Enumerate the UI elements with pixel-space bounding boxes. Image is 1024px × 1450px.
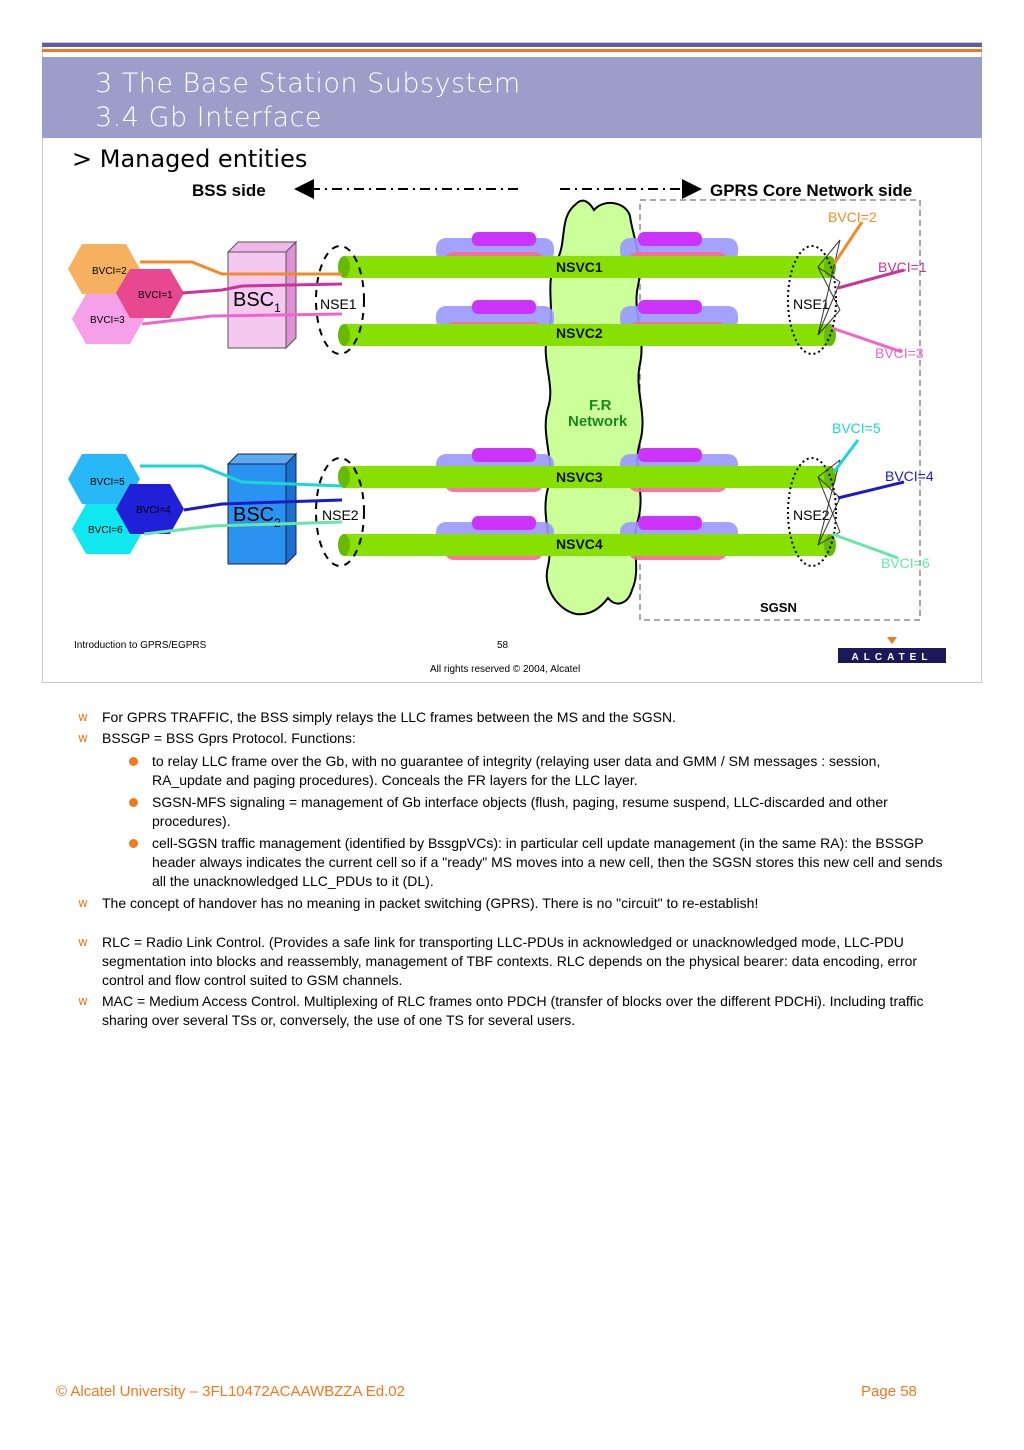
- nse2-bss-label: NSE2: [322, 507, 359, 523]
- slide-title-line2: 3.4 Gb Interface: [95, 102, 323, 133]
- core-bvci1-label: BVCI=1: [878, 259, 927, 275]
- nse1-bss-label: NSE1: [320, 296, 357, 312]
- page-footer-copyright: © Alcatel University – 3FL10472ACAAWBZZA…: [56, 1383, 405, 1400]
- title-band: 3 The Base Station Subsystem 3.4 Gb Inte…: [42, 57, 982, 138]
- core-bvci3-line: [831, 326, 903, 354]
- note-item-4: w RLC = Radio Link Control. (Provides a s…: [74, 933, 944, 990]
- slide-subtitle: > Managed entities: [72, 145, 308, 173]
- bss-bvci6-label: BVCI=6: [88, 525, 123, 536]
- bullet-dot: [129, 798, 138, 807]
- slide-frame: [42, 42, 982, 683]
- alcatel-logo-text: ALCATEL: [852, 652, 933, 663]
- core-bvci4-line: [837, 480, 905, 500]
- note-text: The concept of handover has no meaning i…: [102, 895, 759, 911]
- nse2-core-ellipse: [787, 457, 837, 567]
- core-bvci5-line: [832, 439, 860, 473]
- alcatel-logo: ALCATEL: [838, 637, 946, 663]
- core-bvci3-label: BVCI=3: [875, 345, 924, 361]
- core-bvci6-line: [831, 532, 899, 560]
- speaker-notes: w For GPRS TRAFFIC, the BSS simply relays…: [74, 708, 944, 1032]
- nsvc1-label: NSVC1: [556, 259, 603, 275]
- bss-bvci6-line: [143, 520, 343, 536]
- note-text: cell-SGSN traffic management (identified…: [152, 835, 943, 889]
- sgsn-label: SGSN: [760, 600, 797, 615]
- core-bvci2-label: BVCI=2: [828, 209, 877, 225]
- note-subitem-3: cell-SGSN traffic management (identified…: [74, 834, 944, 891]
- page-footer-number: Page 58: [861, 1383, 917, 1400]
- bsc1-label: BSC1: [233, 289, 281, 315]
- cell-bvci5-bss: [68, 454, 140, 504]
- note-item-3: w The concept of handover has no meaning …: [74, 894, 944, 913]
- nse-core-mesh: [817, 239, 841, 546]
- slide-footer-page: 58: [497, 640, 509, 651]
- core-bvci5-label: BVCI=5: [832, 420, 881, 436]
- bss-bvci5-label: BVCI=5: [90, 477, 125, 488]
- bss-bvci2-label: BVCI=2: [92, 266, 127, 277]
- bullet-marker: w: [78, 935, 88, 949]
- cell-bvci2-bss: [68, 244, 140, 294]
- core-bvci2-line: [832, 221, 864, 265]
- nsvc3-label: NSVC3: [556, 469, 603, 485]
- note-item-5: w MAC = Medium Access Control. Multiplexi…: [74, 992, 944, 1030]
- nse2-core-label: NSE2: [793, 507, 830, 523]
- core-bvci4-label: BVCI=4: [885, 468, 934, 484]
- nsvc3-pipe: [338, 466, 836, 488]
- nsvc2-label: NSVC2: [556, 325, 603, 341]
- bss-bvci3-label: BVCI=3: [90, 315, 125, 326]
- nse1-core-ellipse: [787, 245, 837, 355]
- bss-bvci1-label: BVCI=1: [138, 290, 173, 301]
- nse2-bss-ellipse: [315, 457, 365, 567]
- bss-bvci1-line: [181, 282, 343, 295]
- bullet-dot: [129, 757, 138, 766]
- note-text: RLC = Radio Link Control. (Provides a sa…: [102, 934, 918, 988]
- note-subitem-1: to relay LLC frame over the Gb, with no …: [74, 752, 944, 790]
- bullet-dot: [129, 839, 138, 848]
- cell-bvci4-bss: [116, 484, 184, 534]
- gb-interface-diagram: BSS side GPRS Core Network side SGSN F.R…: [68, 179, 934, 621]
- bss-side-label: BSS side: [192, 181, 266, 200]
- bss-bvci3-line: [141, 312, 343, 326]
- core-bvci6-label: BVCI=6: [881, 555, 930, 571]
- bss-bvci5-line: [140, 464, 343, 488]
- note-text: MAC = Medium Access Control. Multiplexin…: [102, 993, 924, 1028]
- bullet-marker: w: [78, 994, 88, 1008]
- note-text: BSSGP = BSS Gprs Protocol. Functions:: [102, 730, 356, 746]
- bullet-marker: w: [78, 731, 88, 745]
- fr-network-label-2: Network: [568, 413, 628, 430]
- note-item-2: w BSSGP = BSS Gprs Protocol. Functions:: [74, 729, 944, 748]
- core-side-label: GPRS Core Network side: [710, 181, 912, 200]
- nsvc4-label: NSVC4: [556, 536, 603, 552]
- nsvc4-pipe: [338, 534, 836, 556]
- bullet-marker: w: [78, 710, 88, 724]
- slide-footer-course: Introduction to GPRS/EGPRS: [74, 640, 207, 651]
- bss-bvci2-line: [140, 260, 342, 276]
- note-text: SGSN-MFS signaling = management of Gb in…: [152, 794, 888, 829]
- note-text: For GPRS TRAFFIC, the BSS simply relays …: [102, 709, 676, 725]
- bss-bvci4-label: BVCI=4: [136, 505, 171, 516]
- slide-title-line1: 3 The Base Station Subsystem: [95, 68, 521, 99]
- header-rule-orange: [42, 49, 982, 52]
- note-text: to relay LLC frame over the Gb, with no …: [152, 753, 881, 788]
- bsc1-box: [226, 240, 298, 350]
- bss-bvci4-line: [183, 498, 343, 512]
- nse1-bss-ellipse: [315, 245, 365, 355]
- nse1-core-label: NSE1: [793, 296, 830, 312]
- note-subitem-2: SGSN-MFS signaling = management of Gb in…: [74, 793, 944, 831]
- bullet-marker: w: [78, 896, 88, 910]
- header-rule-blue: [42, 43, 982, 47]
- core-bvci1-line: [837, 268, 905, 290]
- note-item-1: w For GPRS TRAFFIC, the BSS simply relays…: [74, 708, 944, 727]
- fr-network-label-1: F.R: [589, 397, 612, 414]
- cell-bvci1-bss: [116, 269, 184, 318]
- slide-footer-rights: All rights reserved © 2004, Alcatel: [430, 664, 581, 675]
